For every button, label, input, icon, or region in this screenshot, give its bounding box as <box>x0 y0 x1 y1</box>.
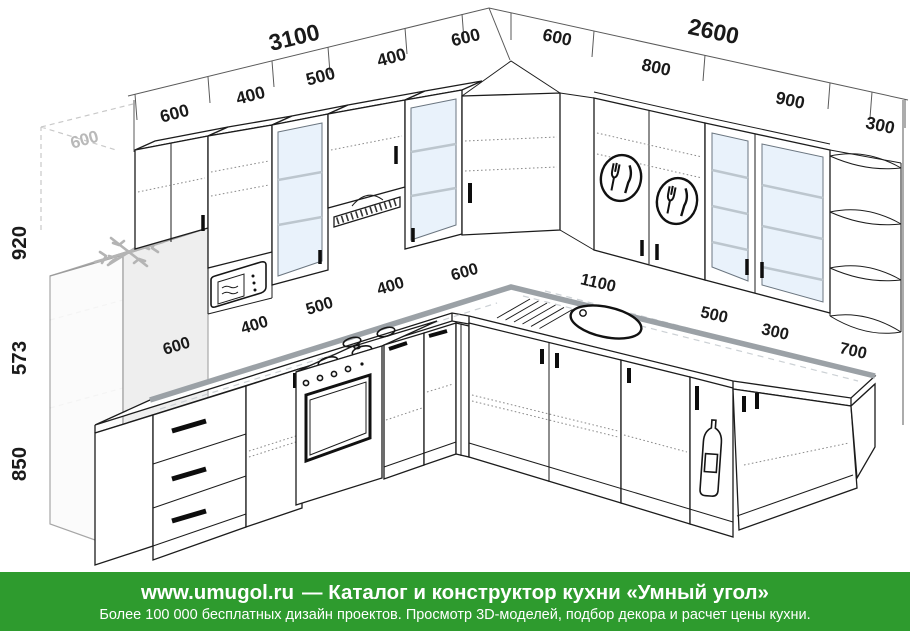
dish-logo-icon <box>655 176 699 226</box>
footer-subtitle: Более 100 000 бесплатных дизайн проектов… <box>99 606 811 623</box>
cooktop-burners-icon <box>317 326 396 369</box>
wall-counter-junction-line <box>149 284 876 403</box>
dim-fridge-niche-depth: 600 <box>68 127 101 153</box>
base-door-400b <box>383 332 425 480</box>
dim-counter-right-0: 1100 <box>579 270 618 296</box>
upper-glass-cabinet-900 <box>704 116 831 314</box>
corner-filler <box>455 322 470 458</box>
dim-upper-right-1: 800 <box>640 54 673 80</box>
footer-title: www.umugol.ru — Каталог и конструктор кух… <box>141 581 769 605</box>
upper-glass-cabinet-400 <box>404 80 483 250</box>
dim-upper-left-3: 400 <box>375 44 409 71</box>
dim-counter-right-1: 500 <box>699 303 730 327</box>
dim-upper-left-4: 600 <box>449 24 482 51</box>
dim-height-0: 920 <box>8 226 31 260</box>
footer-banner: www.umugol.ru — Каталог и конструктор кух… <box>0 572 910 631</box>
dim-right-wall-total: 2600 <box>686 13 741 49</box>
upper-glass-cabinet-500 <box>271 104 349 286</box>
dim-height-2: 850 <box>8 447 31 481</box>
dim-height-1: 573 <box>8 341 31 375</box>
microwave-icon <box>210 261 267 308</box>
dim-upper-right-3: 300 <box>864 112 897 138</box>
tap-hole-icon <box>579 309 587 317</box>
kitchen-3d-drawing: 3100 2600 600 400 500 400 600 600 800 90… <box>8 7 909 566</box>
extractor-hood-icon <box>333 194 401 228</box>
base-corner-angled-cabinet <box>732 388 858 531</box>
dish-logo-icon <box>599 153 643 203</box>
footer-site-link[interactable]: www.umugol.ru <box>141 580 295 604</box>
stove-front <box>295 345 383 506</box>
open-corner-shelf-unit <box>829 149 902 334</box>
sink-base-cabinet <box>468 322 622 504</box>
upper-corner-cabinet <box>461 60 595 251</box>
dim-counter-left-3: 400 <box>375 274 407 299</box>
upper-cabinet-over-fridge <box>134 126 229 250</box>
footer-title-rest: — Каталог и конструктор кухни «Умный уго… <box>302 580 769 604</box>
base-door-500 <box>620 359 691 525</box>
dim-counter-left-2: 500 <box>304 294 336 319</box>
dim-counter-right-3: 700 <box>838 339 869 363</box>
base-end-return <box>850 382 876 481</box>
dim-counter-left-1: 400 <box>239 313 271 338</box>
stove-knobs-icon <box>302 362 364 387</box>
dim-upper-left-1: 400 <box>234 82 268 109</box>
upper-cabinets-left <box>133 60 595 315</box>
dim-counter-left-4: 600 <box>449 260 480 285</box>
bottle-icon <box>699 419 723 497</box>
oven-window <box>304 372 372 464</box>
base-door-400 <box>245 367 303 528</box>
base-cabinets-left <box>94 320 470 566</box>
upper-dish-cabinet-800 <box>593 91 706 281</box>
dim-upper-left-0: 600 <box>158 100 192 127</box>
base-cabinets-right <box>468 322 876 538</box>
dim-upper-right-2: 900 <box>774 87 807 113</box>
dim-upper-right-0: 600 <box>541 24 574 50</box>
drawer-handles <box>171 418 207 524</box>
base-drawer-unit <box>152 385 247 561</box>
dimension-band <box>127 7 909 425</box>
dim-counter-right-2: 300 <box>760 320 791 344</box>
upper-hood-cabinet <box>327 90 426 228</box>
dim-upper-left-2: 500 <box>304 63 338 90</box>
upper-cabinet-400-with-microwave <box>207 115 293 315</box>
stove <box>295 320 438 506</box>
sink <box>496 298 643 340</box>
upper-cabinets-right <box>593 91 902 334</box>
base-end-panel <box>94 414 154 566</box>
bottle-rack-cabinet <box>689 376 734 538</box>
